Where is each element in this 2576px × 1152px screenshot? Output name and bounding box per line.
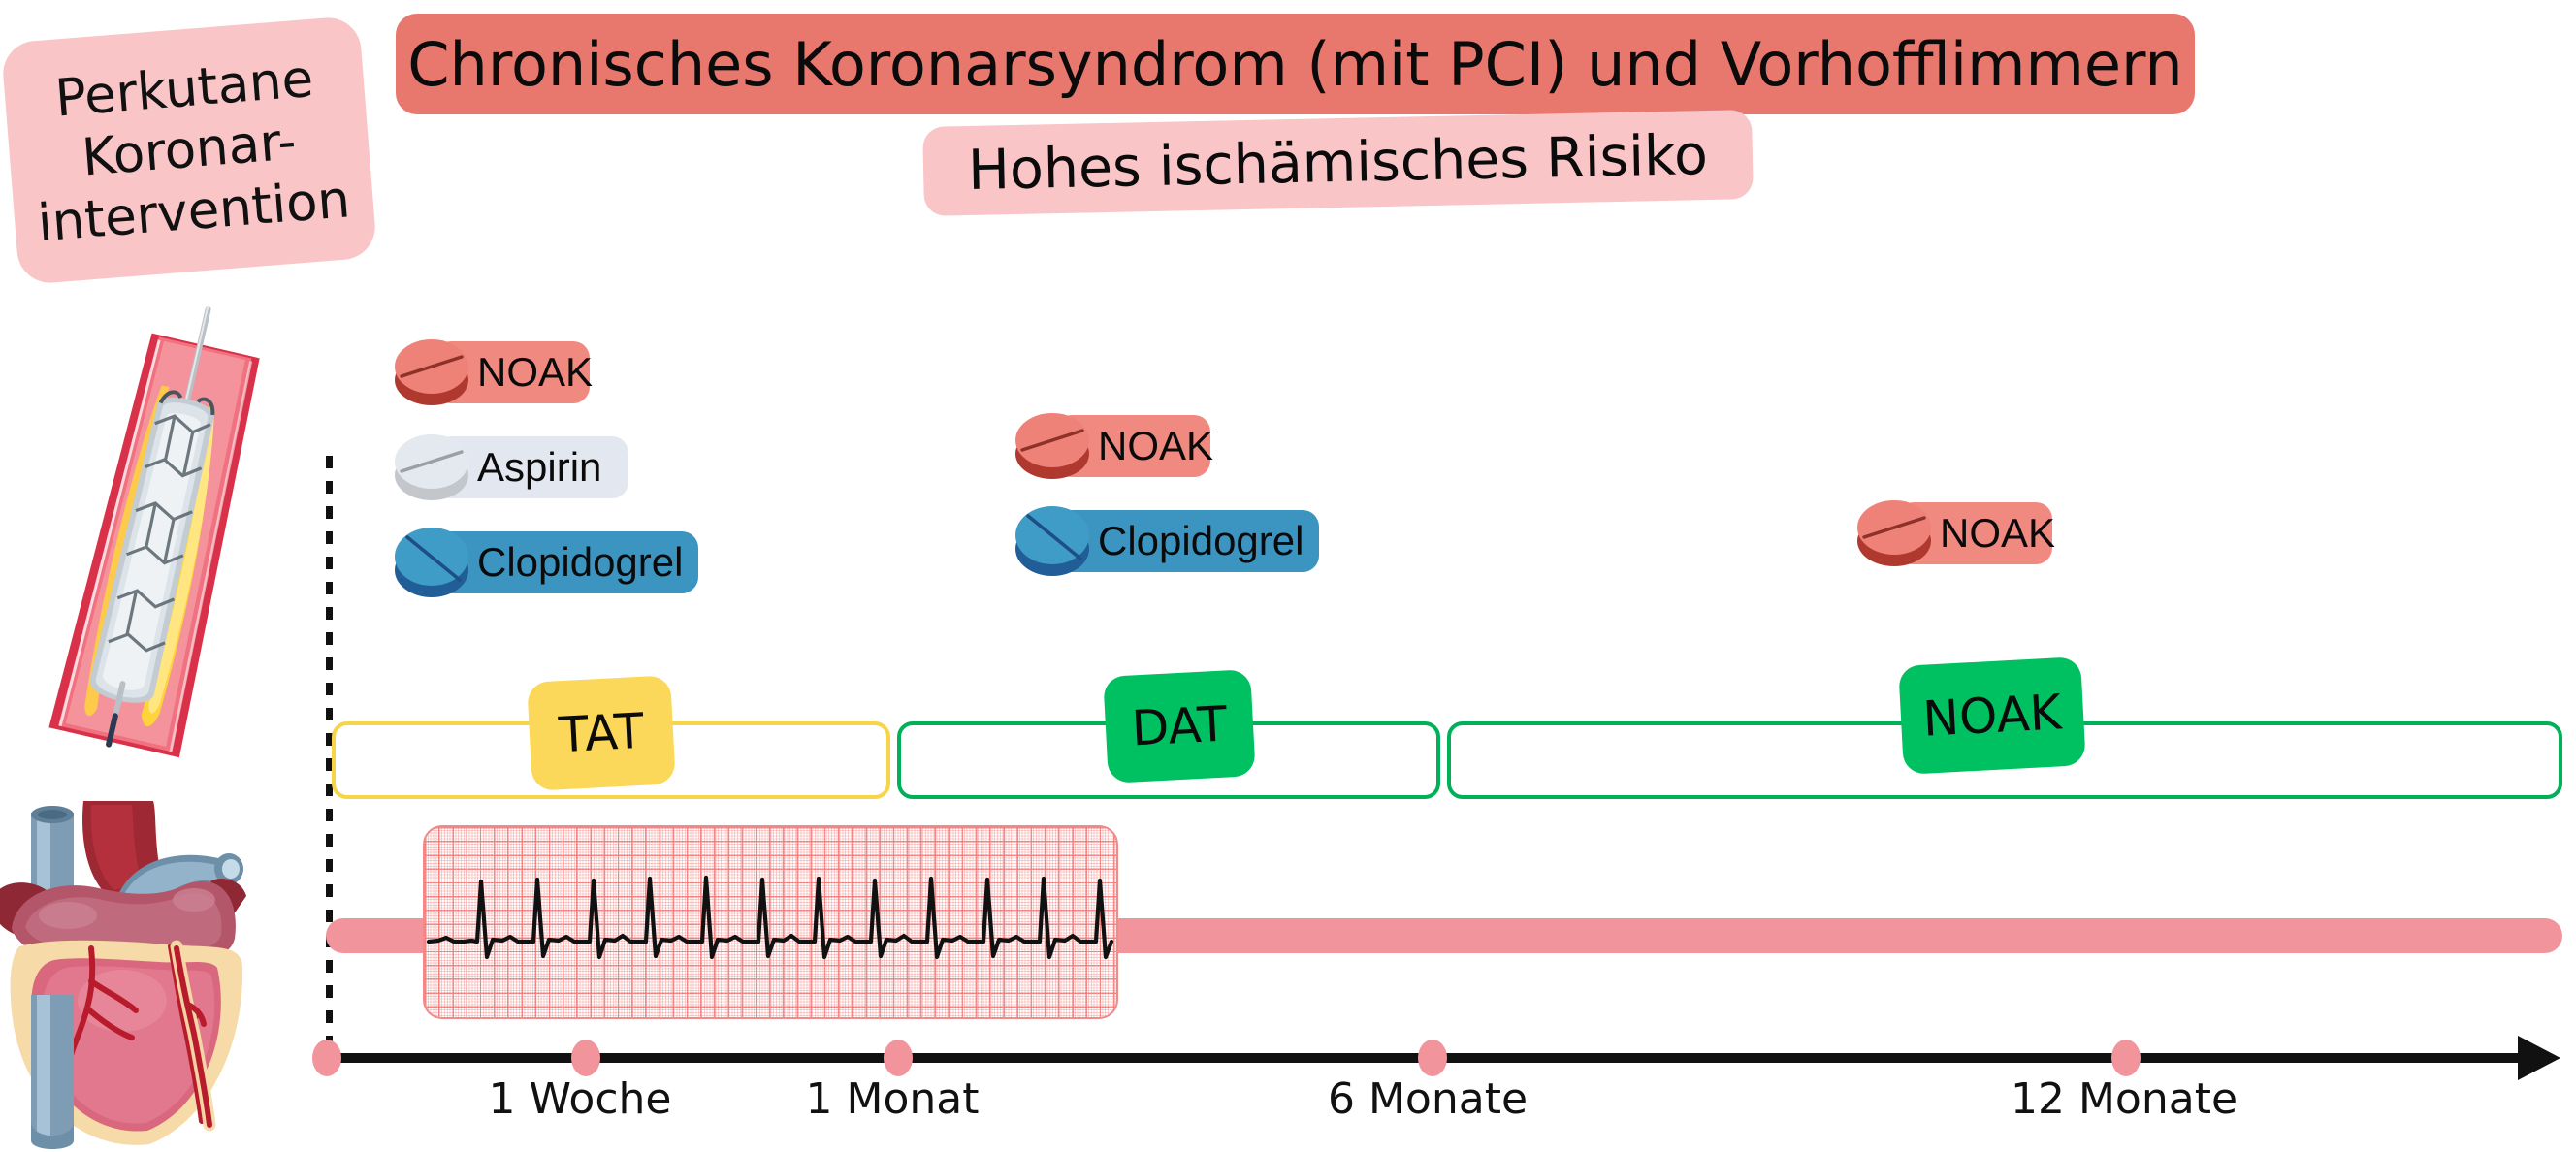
- page-title: Chronisches Koronarsyndrom (mit PCI) und…: [407, 28, 2183, 100]
- clopidogrel-tablet-icon: [1015, 506, 1089, 576]
- stent-illustration: [48, 305, 260, 758]
- subtitle-banner: Hohes ischämisches Risiko: [922, 110, 1754, 216]
- aspirin-tablet-icon: [395, 434, 468, 500]
- ecg-waveform: [426, 875, 1114, 960]
- noak-tablet-icon: [1015, 413, 1089, 479]
- drug-label: Clopidogrel: [1098, 518, 1304, 563]
- timeline-tick-dot[interactable]: [884, 1040, 913, 1076]
- drug-label: NOAK: [477, 349, 594, 395]
- clopidogrel-tablet-icon: [395, 528, 468, 597]
- noak-tablet-icon: [395, 339, 468, 405]
- ecg-strip: [423, 825, 1118, 1019]
- phase-label-tat: TAT: [527, 675, 676, 791]
- phase-label-dat: DAT: [1103, 669, 1256, 784]
- noak-tablet-icon: [1857, 500, 1931, 566]
- phase-label-text: DAT: [1130, 695, 1229, 757]
- drug-label: Aspirin: [477, 444, 602, 490]
- timeline-tick-label-1-monat: 1 Monat: [805, 1074, 980, 1124]
- drug-label: NOAK: [1940, 510, 2056, 556]
- page-subtitle: Hohes ischämisches Risiko: [967, 123, 1709, 203]
- timeline-tick-dot[interactable]: [1418, 1040, 1447, 1076]
- drug-label: NOAK: [1098, 423, 1214, 468]
- drug-label: Clopidogrel: [477, 539, 684, 585]
- timeline-tick-dot[interactable]: [571, 1040, 600, 1076]
- timeline-arrow-right-icon: [2518, 1036, 2560, 1080]
- heart-illustration: [0, 801, 246, 1149]
- timeline-tick-label-1-woche: 1 Woche: [488, 1074, 672, 1124]
- timeline-tick-label-12-monate: 12 Monate: [2010, 1074, 2238, 1124]
- vertical-dashed-axis: [326, 456, 333, 1067]
- phase-label-noak: NOAK: [1898, 656, 2086, 775]
- drug-tag-clopidogrel: Clopidogrel: [435, 531, 698, 593]
- timeline-tick-dot[interactable]: [2111, 1040, 2141, 1076]
- pci-badge: Perkutane Koronar- intervention: [0, 15, 378, 286]
- timeline-tick-dot[interactable]: [312, 1040, 341, 1076]
- drug-tag-clopidogrel: Clopidogrel: [1055, 510, 1319, 572]
- timeline-tick-label-6-monate: 6 Monate: [1327, 1074, 1529, 1124]
- phase-label-text: TAT: [557, 702, 646, 764]
- phase-label-text: NOAK: [1921, 684, 2063, 748]
- title-banner: Chronisches Koronarsyndrom (mit PCI) und…: [396, 14, 2195, 114]
